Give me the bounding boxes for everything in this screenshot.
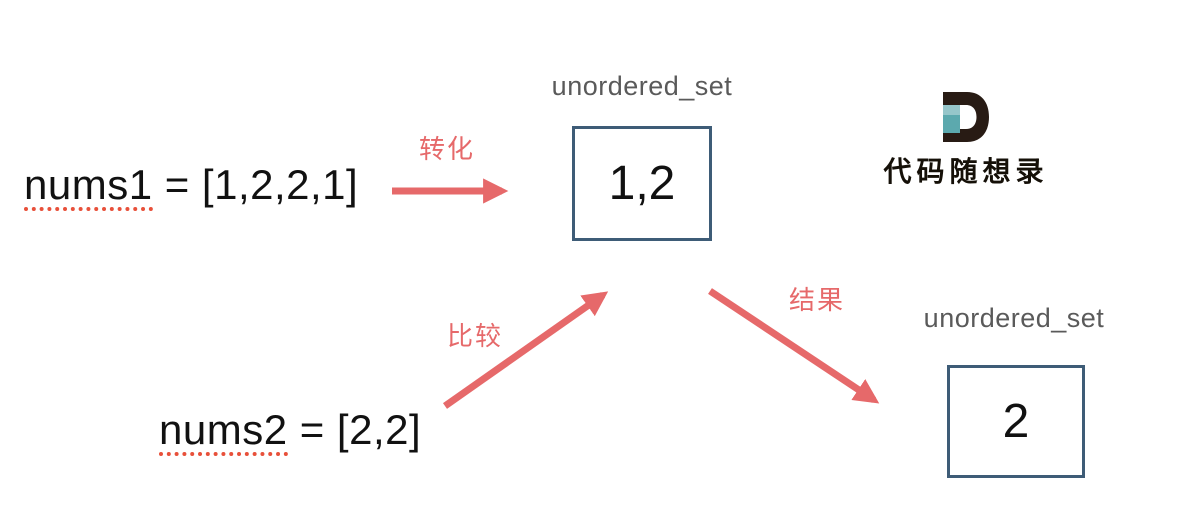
nums2-var: nums2 — [159, 409, 288, 456]
compare-arrow-label: 比较 — [447, 322, 504, 352]
brand-name: 代码随想录 — [883, 155, 1049, 188]
brand-logo: 代码随想录 — [877, 92, 1055, 190]
set1-value: 1,2 — [608, 157, 676, 210]
nums2-rest: = [2,2] — [287, 406, 422, 453]
logo-d-icon — [943, 92, 989, 142]
set2-box: 2 — [947, 365, 1085, 478]
nums1-rest: = [1,2,2,1] — [152, 161, 359, 208]
compare-arrow-icon — [442, 291, 609, 409]
result-arrow-label: 结果 — [789, 286, 846, 316]
set2-title: unordered_set — [923, 303, 1105, 333]
result-arrow-icon — [708, 288, 880, 404]
nums1-expression: nums1 = [1,2,2,1] — [24, 161, 359, 211]
set2-value: 2 — [1002, 395, 1030, 448]
nums1-var: nums1 — [24, 164, 153, 211]
transform-arrow-label: 转化 — [419, 135, 476, 165]
nums2-expression: nums2 = [2,2] — [159, 406, 422, 456]
set1-box: 1,2 — [572, 126, 712, 241]
set1-title: unordered_set — [551, 71, 733, 101]
